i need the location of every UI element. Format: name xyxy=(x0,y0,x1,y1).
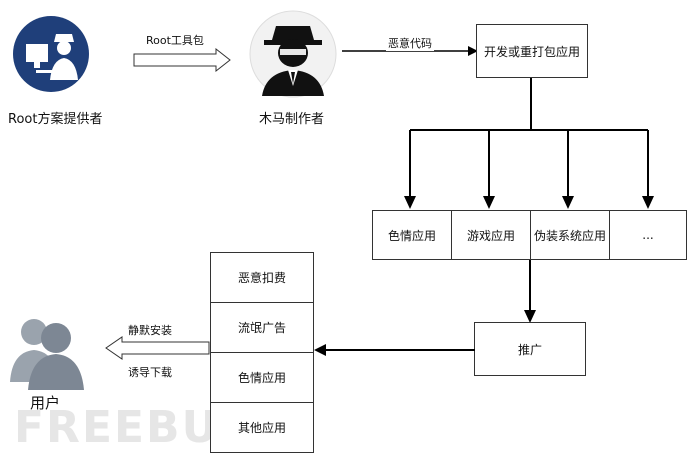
app-type-game: 游戏应用 xyxy=(451,210,531,260)
app-type-fake-system: 伪装系统应用 xyxy=(530,210,610,260)
user-label: 用户 xyxy=(30,394,61,412)
hacker-at-computer-icon xyxy=(13,16,89,92)
spy-agent-icon xyxy=(249,10,337,98)
root-tool-arrow xyxy=(133,48,231,72)
root-tool-label: Root工具包 xyxy=(146,34,204,47)
promote-box: 推广 xyxy=(474,322,586,376)
behavior-label: 流氓广告 xyxy=(237,321,286,335)
app-type-label: 色情应用 xyxy=(387,228,436,243)
app-type-label: 伪装系统应用 xyxy=(533,228,606,243)
behavior-label: 色情应用 xyxy=(237,371,286,385)
promote-to-behaviors-arrow xyxy=(314,344,475,356)
behavior-porn-app: 色情应用 xyxy=(210,352,314,403)
lure-download-label: 诱导下载 xyxy=(128,366,172,379)
app-type-more: ... xyxy=(609,210,687,260)
malicious-code-label: 恶意代码 xyxy=(386,35,434,51)
promote-label: 推广 xyxy=(517,342,542,357)
app-type-porn: 色情应用 xyxy=(372,210,452,260)
behavior-label: 其他应用 xyxy=(237,421,286,435)
behavior-other-app: 其他应用 xyxy=(210,402,314,453)
install-arrow xyxy=(105,336,210,360)
malicious-behaviors-stack: 恶意扣费 流氓广告 色情应用 其他应用 xyxy=(210,252,314,453)
to-promote-arrow xyxy=(524,260,536,323)
user-group-icon xyxy=(10,319,84,390)
app-type-label: 游戏应用 xyxy=(466,228,515,243)
root-provider-label: Root方案提供者 xyxy=(8,112,103,127)
app-type-label: ... xyxy=(642,228,654,242)
behavior-rogue-ads: 流氓广告 xyxy=(210,302,314,353)
trojan-maker-label: 木马制作者 xyxy=(259,112,325,127)
behavior-label: 恶意扣费 xyxy=(237,271,286,285)
malicious-code-arrow xyxy=(342,46,478,56)
silent-install-label: 静默安装 xyxy=(128,324,172,337)
dev-repack-label: 开发或重打包应用 xyxy=(483,44,580,59)
dev-repack-box: 开发或重打包应用 xyxy=(476,24,588,78)
behavior-fee-deduction: 恶意扣费 xyxy=(210,252,314,303)
app-fanout-arrows xyxy=(404,78,654,209)
